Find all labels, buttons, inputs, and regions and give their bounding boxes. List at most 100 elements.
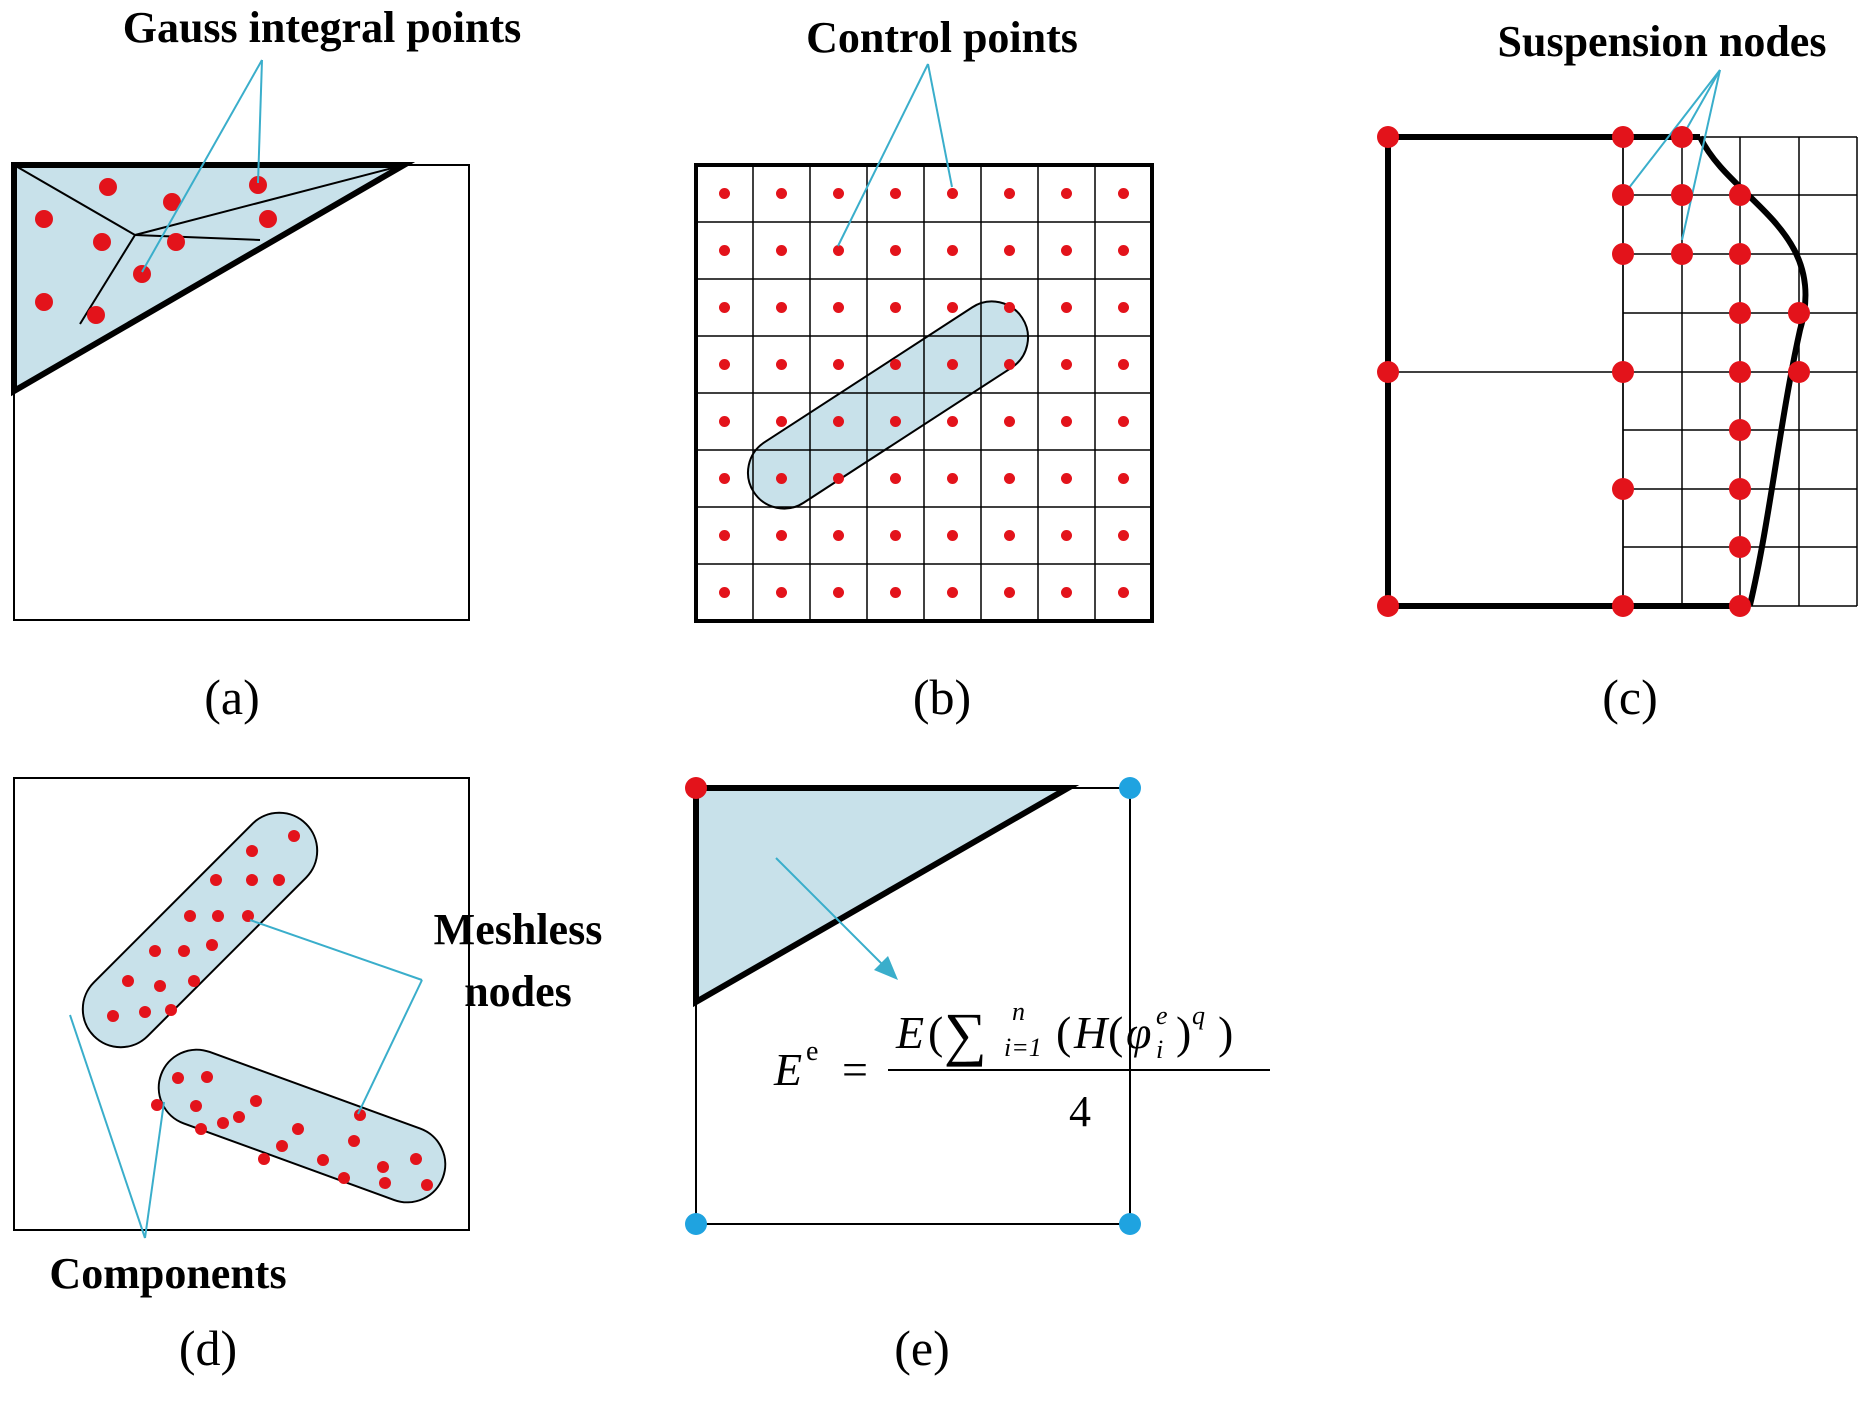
suspension-node bbox=[1612, 126, 1634, 148]
meshless-node bbox=[139, 1006, 151, 1018]
formula-phi-superscript: e bbox=[1156, 1001, 1168, 1030]
meshless-node bbox=[122, 975, 134, 987]
meshless-node bbox=[348, 1135, 360, 1147]
meshless-node bbox=[276, 1140, 288, 1152]
control-point bbox=[1061, 245, 1072, 256]
meshless-node bbox=[178, 945, 190, 957]
meshless-node bbox=[217, 1117, 229, 1129]
meshless-node bbox=[410, 1153, 422, 1165]
leader-line bbox=[1681, 69, 1721, 241]
suspension-node bbox=[1671, 126, 1693, 148]
control-point bbox=[890, 359, 901, 370]
panel-d-leader-lines bbox=[69, 919, 423, 1239]
formula-sum-symbol: ∑ bbox=[944, 1001, 987, 1067]
suspension-node bbox=[1729, 361, 1751, 383]
meshless-node bbox=[149, 945, 161, 957]
meshless-node bbox=[107, 1010, 119, 1022]
control-point bbox=[776, 473, 787, 484]
control-point bbox=[1061, 359, 1072, 370]
formula-sum-superscript: n bbox=[1012, 997, 1025, 1026]
meshless-node bbox=[165, 1004, 177, 1016]
suspension-node bbox=[1729, 184, 1751, 206]
panel-c: Suspension nodes (c) bbox=[1377, 17, 1858, 725]
control-point bbox=[1061, 416, 1072, 427]
gauss-point bbox=[249, 176, 267, 194]
element-node-blue bbox=[1119, 777, 1141, 799]
element-node-blue bbox=[685, 1213, 707, 1235]
control-point bbox=[1118, 530, 1129, 541]
suspension-node bbox=[1612, 243, 1634, 265]
control-point bbox=[1061, 473, 1072, 484]
meshless-node bbox=[206, 939, 218, 951]
control-point bbox=[1118, 302, 1129, 313]
control-point bbox=[890, 587, 901, 598]
formula-H: H bbox=[1073, 1007, 1110, 1058]
components-label: Components bbox=[49, 1249, 286, 1298]
control-points-label: Control points bbox=[806, 13, 1078, 62]
control-point bbox=[947, 359, 958, 370]
control-point bbox=[1004, 530, 1015, 541]
panel-a: Gauss integral points (a) bbox=[11, 3, 521, 725]
formula-phi-subscript: i bbox=[1156, 1035, 1163, 1064]
formula-phi: φ bbox=[1126, 1007, 1151, 1058]
control-point bbox=[947, 473, 958, 484]
control-point bbox=[1061, 188, 1072, 199]
meshless-node bbox=[201, 1071, 213, 1083]
panel-b-control-points bbox=[719, 188, 1129, 598]
control-point bbox=[776, 587, 787, 598]
leader-line bbox=[144, 1101, 165, 1239]
control-point bbox=[833, 302, 844, 313]
grid-border bbox=[694, 163, 1154, 623]
control-point bbox=[719, 302, 730, 313]
panel-e-triangle-component bbox=[693, 785, 1080, 1008]
suspension-node bbox=[1671, 243, 1693, 265]
subdivision-line bbox=[134, 164, 405, 236]
control-point bbox=[947, 188, 958, 199]
gauss-point bbox=[259, 210, 277, 228]
suspension-node bbox=[1612, 184, 1634, 206]
gauss-point bbox=[167, 233, 185, 251]
panel-a-leader-lines bbox=[141, 59, 263, 273]
component-capsule bbox=[747, 300, 1029, 510]
formula-equals: = bbox=[842, 1044, 868, 1095]
panel-c-caption: (c) bbox=[1602, 669, 1658, 725]
control-point bbox=[776, 359, 787, 370]
meshless-node bbox=[212, 910, 224, 922]
panel-a-gauss-points bbox=[35, 176, 277, 324]
control-point bbox=[1061, 302, 1072, 313]
formula-paren-open: ( bbox=[1056, 1007, 1071, 1058]
suspension-node bbox=[1612, 361, 1634, 383]
panel-d-frame bbox=[13, 777, 470, 1231]
control-point bbox=[833, 587, 844, 598]
panel-e-caption: (e) bbox=[894, 1320, 950, 1376]
control-point bbox=[719, 587, 730, 598]
gauss-point bbox=[93, 233, 111, 251]
meshless-node bbox=[292, 1123, 304, 1135]
suspension-node bbox=[1377, 126, 1399, 148]
panel-d-components bbox=[81, 811, 447, 1204]
control-point bbox=[1118, 188, 1129, 199]
formula-H-open: ( bbox=[1108, 1007, 1123, 1058]
control-point bbox=[1118, 359, 1129, 370]
meshless-node bbox=[258, 1153, 270, 1165]
formula-final-close-paren: ) bbox=[1218, 1007, 1233, 1058]
meshless-node bbox=[195, 1123, 207, 1135]
control-point bbox=[719, 530, 730, 541]
control-point bbox=[776, 302, 787, 313]
control-point bbox=[776, 530, 787, 541]
suspension-node bbox=[1671, 184, 1693, 206]
control-point bbox=[833, 245, 844, 256]
leader-line bbox=[837, 63, 929, 247]
control-point bbox=[947, 302, 958, 313]
leader-line bbox=[141, 59, 263, 273]
control-point bbox=[776, 188, 787, 199]
subdivision-line bbox=[134, 234, 261, 241]
control-point bbox=[890, 188, 901, 199]
control-point bbox=[833, 473, 844, 484]
control-point bbox=[719, 188, 730, 199]
panel-b-caption: (b) bbox=[913, 669, 971, 725]
control-point bbox=[1061, 587, 1072, 598]
suspension-node bbox=[1729, 478, 1751, 500]
panel-a-caption: (a) bbox=[204, 669, 260, 725]
meshless-node bbox=[250, 1095, 262, 1107]
